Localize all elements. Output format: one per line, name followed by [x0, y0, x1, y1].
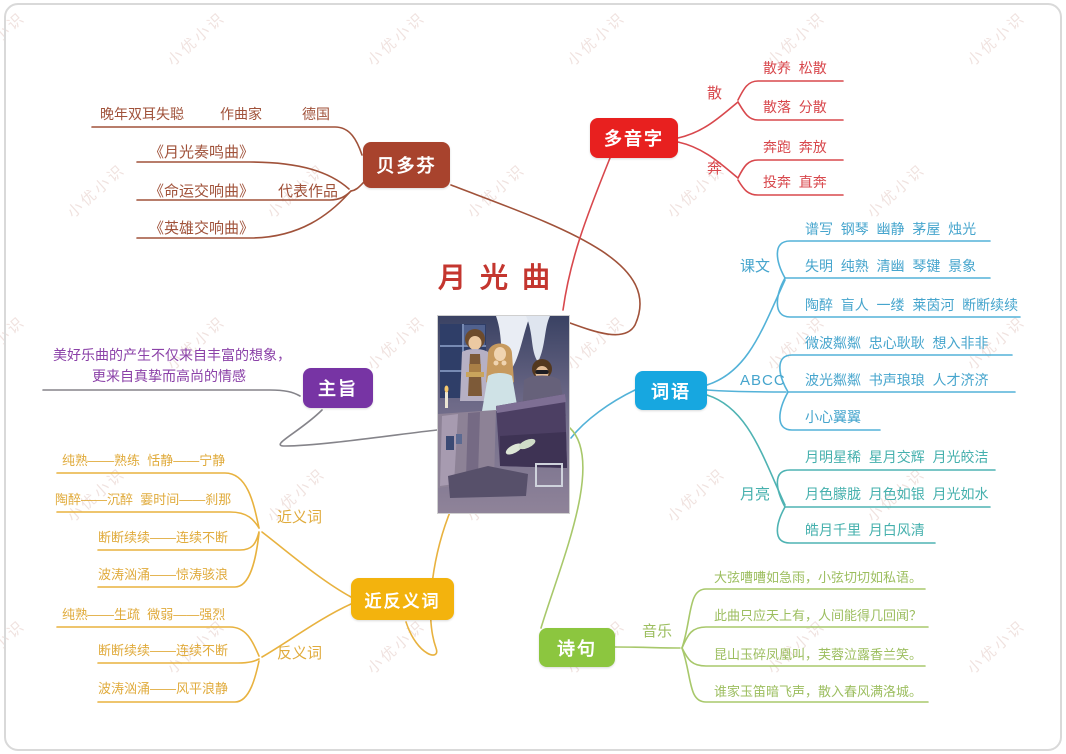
- node-jinfanyici[interactable]: 近反义词: [351, 578, 454, 620]
- shiju-branch-lines: [540, 427, 929, 703]
- ciyu-moon-row-2: 月色朦胧 月色如银 月光如水: [805, 486, 989, 502]
- duoyinzi-ben-row-1: 奔跑 奔放: [763, 139, 827, 155]
- ciyu-label-abcc: ABCC: [740, 372, 786, 389]
- beethoven-works-label: 代表作品: [278, 183, 339, 200]
- jinyici-row-3: 断断续续——连续不断: [98, 530, 229, 545]
- shiju-row-2: 此曲只应天上有，人间能得几回闻？: [714, 608, 923, 623]
- ciyu-kewen-row-3: 陶醉 盲人 一缕 莱茵河 断断续续: [805, 297, 1019, 313]
- page-title[interactable]: 月光曲: [438, 261, 565, 294]
- shiju-row-3: 昆山玉碎凤凰叫，芙蓉泣露香兰笑。: [714, 647, 923, 662]
- duoyinzi-char-san: 散: [707, 85, 723, 102]
- shiju-row-1: 大弦嘈嘈如急雨，小弦切切如私语。: [714, 570, 923, 585]
- jinyici-row-4: 波涛汹涌——惊涛骇浪: [98, 567, 229, 582]
- ciyu-abcc-row-1: 微波粼粼 忠心耿耿 想入非非: [805, 335, 989, 351]
- ciyu-moon-row-3: 皓月千里 月白风清: [805, 522, 925, 538]
- ciyu-branch-lines: [570, 240, 1021, 439]
- moon-subbranch-lines: [706, 394, 996, 544]
- zhuzhi-statement-line2: 更来自真挚而高尚的情感: [92, 368, 246, 384]
- center-illustration: [437, 315, 570, 514]
- fanyici-row-2: 断断续续——连续不断: [98, 643, 229, 658]
- beethoven-branch-lines: [91, 126, 641, 336]
- beethoven-work-1: 《月光奏鸣曲》: [149, 144, 255, 161]
- shiju-row-4: 谁家玉笛暗飞声，散入春风满洛城。: [714, 684, 923, 699]
- duoyinzi-branch-lines: [562, 80, 844, 311]
- ciyu-abcc-row-2: 波光粼粼 书声琅琅 人才济济: [805, 372, 989, 388]
- ciyu-kewen-row-1: 谱写 钢琴 幽静 茅屋 烛光: [805, 221, 977, 237]
- node-beethoven[interactable]: 贝多芬: [363, 142, 450, 188]
- duoyinzi-ben-row-2: 投奔 直奔: [763, 174, 827, 190]
- zhuzhi-statement-line1: 美好乐曲的产生不仅来自丰富的想象，: [53, 347, 291, 363]
- beethoven-info-deaf: 晚年双耳失聪: [100, 106, 184, 122]
- fanyici-row-1: 纯熟——生疏 微弱——强烈: [62, 607, 226, 622]
- node-ciyu[interactable]: 词语: [635, 371, 707, 410]
- jinyici-row-2: 陶醉——沉醉 霎时间——刹那: [55, 492, 232, 507]
- beethoven-info-country: 德国: [302, 106, 330, 122]
- node-duoyinzi[interactable]: 多音字: [590, 118, 678, 158]
- node-shiju[interactable]: 诗句: [539, 628, 615, 667]
- duoyinzi-san-row-2: 散落 分散: [763, 99, 827, 115]
- shiju-label-music: 音乐: [642, 623, 673, 640]
- ciyu-label-kewen: 课文: [740, 258, 771, 275]
- ciyu-abcc-row-3: 小心翼翼: [805, 409, 861, 425]
- duoyinzi-char-ben: 奔: [707, 160, 723, 177]
- jinyici-label: 近义词: [277, 509, 323, 526]
- fanyici-label: 反义词: [277, 645, 323, 662]
- zhuzhi-branch-lines: [42, 389, 438, 447]
- jinyici-row-1: 纯熟——熟练 恬静——宁静: [62, 453, 226, 468]
- ciyu-label-moon: 月亮: [740, 486, 771, 503]
- fanyici-row-3: 波涛汹涌——风平浪静: [98, 681, 229, 696]
- ciyu-moon-row-1: 月明星稀 星月交辉 月光皎洁: [805, 449, 989, 465]
- node-zhuzhi[interactable]: 主旨: [303, 368, 373, 408]
- beethoven-work-3: 《英雄交响曲》: [149, 220, 255, 237]
- duoyinzi-san-row-1: 散养 松散: [763, 60, 827, 76]
- beethoven-work-2: 《命运交响曲》: [149, 183, 255, 200]
- ciyu-kewen-row-2: 失明 纯熟 清幽 琴键 景象: [805, 258, 977, 274]
- beethoven-info-composer: 作曲家: [220, 106, 262, 122]
- jinfanyici-branch-lines: [56, 472, 457, 703]
